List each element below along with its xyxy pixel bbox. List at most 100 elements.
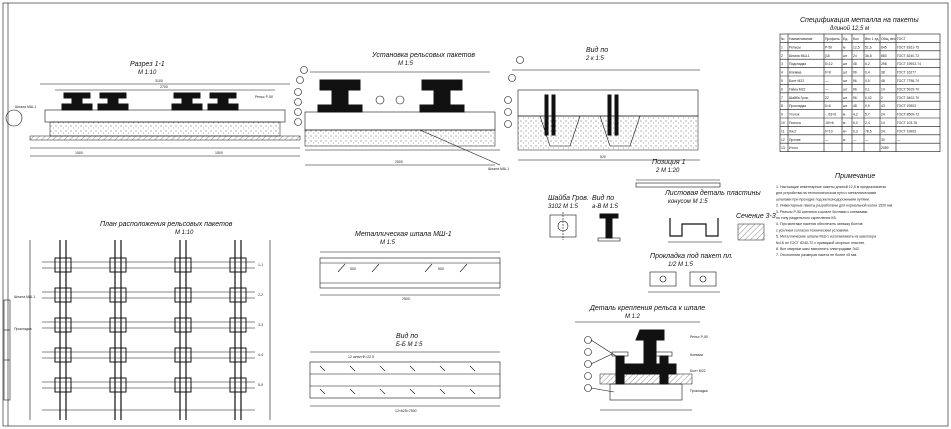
dim-1500-b: 1500 bbox=[215, 151, 223, 155]
spec-cell: Рельсы bbox=[789, 45, 801, 49]
spec-header-cell: ГОСТ bbox=[897, 37, 906, 41]
section-1-1-scale: М 1:10 bbox=[138, 70, 157, 76]
spec-header-cell: Профиль bbox=[825, 37, 840, 41]
spec-cell: 5 bbox=[781, 79, 783, 83]
spec-header-cell: Общ. вес bbox=[881, 37, 896, 41]
spec-cell: ГОСТ 8240-72 bbox=[897, 54, 919, 58]
note-line: 3. Рельсы Р-50 крепятся к шпале болтами … bbox=[776, 210, 867, 214]
washer-title: Шайба Гров. bbox=[548, 194, 589, 202]
pad-scale: 1/2 М 1:5 bbox=[668, 262, 694, 268]
spec-cell: шт bbox=[843, 54, 848, 58]
spec-cell: 10 bbox=[881, 87, 885, 91]
spec-cell: 0,5 bbox=[865, 79, 870, 83]
spec-cell: 7 bbox=[781, 96, 783, 100]
view-b-ref: Б-Б М 1:5 bbox=[396, 342, 423, 348]
spec-subtitle: длиной 12,5 м bbox=[830, 25, 869, 32]
spec-cell: — bbox=[853, 138, 857, 142]
spec-cell: шт bbox=[843, 79, 848, 83]
spec-cell: ГОСТ 19903 bbox=[897, 104, 916, 108]
spec-cell: ГОСТ 7798-70 bbox=[897, 79, 919, 83]
spec-cell: 0,1 bbox=[865, 87, 870, 91]
spec-header-cell: Кол bbox=[853, 37, 859, 41]
spec-cell: ГОСТ 19903 bbox=[897, 129, 916, 133]
note-line: 1. Настоящие инвентарные пакеты длиной 1… bbox=[776, 185, 887, 189]
view-b-title: Вид по bbox=[396, 332, 418, 340]
spec-cell: 6 bbox=[781, 87, 783, 91]
view-a: Вид по 2 к 1:5 520 bbox=[504, 46, 700, 161]
spec-cell: δ=12 bbox=[825, 62, 833, 66]
spec-cell: δ=8 bbox=[825, 71, 831, 75]
spec-cell: 0,3 bbox=[853, 129, 858, 133]
bolt-view-ref: а-В М 1:5 bbox=[592, 204, 619, 210]
spec-cell: — bbox=[865, 138, 869, 142]
spec-cell: ∟63×6 bbox=[825, 113, 836, 117]
layout-label-pad: Прокладка bbox=[14, 327, 32, 331]
spec-cell: ГОСТ 8161-75 bbox=[897, 45, 919, 49]
spec-cell: 1 bbox=[781, 45, 783, 49]
spec-cell: [16 bbox=[825, 54, 830, 58]
spec-cell: 883 bbox=[881, 54, 887, 58]
section-3-3-title: Сечение 3-3 bbox=[736, 213, 776, 220]
spec-cell: 13 bbox=[781, 146, 785, 150]
plate-title: Листовая деталь пластины bbox=[664, 189, 762, 197]
sleeper-title: Металлическая шпала МШ-1 bbox=[355, 231, 452, 238]
label-rail-right: Рельс Р-50 bbox=[255, 95, 273, 99]
spec-cell: 2,4 bbox=[865, 121, 870, 125]
dim-1500-a: 1500 bbox=[75, 151, 83, 155]
spec-cell: — bbox=[825, 79, 829, 83]
spec-cell: Прокладка bbox=[789, 104, 806, 108]
section-1-1-title: Разрез 1-1 bbox=[130, 61, 165, 68]
installation-title: Установка рельсовых пакетов bbox=[371, 52, 475, 59]
section-1-1: Разрез 1-1 М 1:10 3100 2700 1500 1500 Шп… bbox=[15, 61, 301, 157]
spec-cell: Гайка М22 bbox=[789, 87, 806, 91]
note-line: шпалами при проходке под железнодорожным… bbox=[776, 197, 870, 201]
spec-cell: Полоса bbox=[789, 121, 801, 125]
spec-title: Спецификация металла на пакеты bbox=[800, 17, 920, 24]
spec-cell: 48 bbox=[853, 104, 857, 108]
note-line: по типу раздельного скрепления КБ. bbox=[776, 216, 837, 220]
layout-label-2: 2-2 bbox=[258, 293, 263, 297]
position-title: Позиция 1 bbox=[652, 159, 686, 166]
sleeper-mш1: Металлическая шпала МШ-1 М 1:5 500 500 2… bbox=[319, 231, 501, 301]
detail-label-rail: Рельс Р-50 bbox=[690, 335, 708, 339]
spec-header-cell: № bbox=[781, 37, 785, 41]
spec-cell: м bbox=[843, 113, 846, 117]
spec-cell: шт bbox=[843, 71, 848, 75]
spec-cell: 96 bbox=[853, 71, 857, 75]
label-sleeper-install: Шпала МШ-1 bbox=[488, 167, 509, 171]
installation-scale: М 1:5 bbox=[398, 61, 414, 67]
spec-cell: 12 bbox=[781, 138, 785, 142]
detail-label-bolt: Болт М22 bbox=[690, 369, 706, 373]
detail-rail-title: Деталь крепления рельса к шпале bbox=[589, 305, 705, 312]
spec-cell: — bbox=[897, 138, 901, 142]
layout-label-3: 3-3 bbox=[258, 323, 263, 327]
spec-cell: ГОСТ 16277 bbox=[897, 71, 916, 75]
plate-scale: конусом М 1:5 bbox=[668, 199, 708, 205]
spec-cell: м² bbox=[843, 129, 847, 133]
spec-cell: Болт М22 bbox=[789, 79, 804, 83]
spec-header-cell: Ед. bbox=[843, 37, 848, 41]
detail-rail-fastening: Деталь крепления рельса к шпале М 1:2 Ре… bbox=[575, 305, 708, 411]
spec-cell: 6,2 bbox=[865, 62, 870, 66]
spec-cell: шт bbox=[843, 104, 848, 108]
spec-cell: 48 bbox=[881, 79, 885, 83]
spec-cell: 24 bbox=[853, 54, 857, 58]
sleeper-dim-500-a: 500 bbox=[350, 267, 356, 271]
dim-2500: 2500 bbox=[395, 160, 403, 164]
note-line: с усилием согласно техническим условиям. bbox=[776, 228, 849, 232]
spec-cell: Подкладка bbox=[789, 62, 806, 66]
label-sleeper-left: Шпала МШ-1 bbox=[15, 105, 36, 109]
layout-scale: М 1:10 bbox=[175, 230, 194, 236]
spec-cell: Р-50 bbox=[825, 45, 832, 49]
spec-cell: — bbox=[825, 87, 829, 91]
dim-520: 520 bbox=[600, 155, 606, 159]
spec-cell: 10 bbox=[781, 121, 785, 125]
position-scale: 2 М 1:20 bbox=[655, 168, 680, 174]
layout-label-5: 5-5 bbox=[258, 383, 263, 387]
spec-cell: Лист bbox=[789, 129, 797, 133]
layout-label-1: 1-1 bbox=[258, 263, 263, 267]
spec-cell: 8 bbox=[781, 104, 783, 108]
spec-cell: 30 bbox=[881, 138, 885, 142]
dim-2700: 2700 bbox=[160, 85, 168, 89]
